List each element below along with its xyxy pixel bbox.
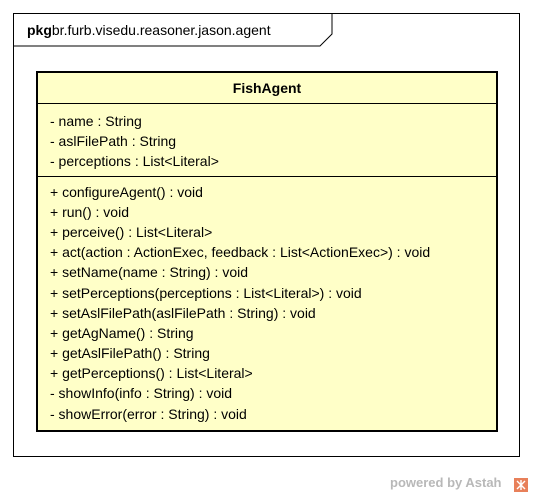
astah-logo-icon: [514, 478, 528, 492]
attribute-item: - aslFilePath : String: [50, 133, 177, 150]
attribute-item: - perceptions : List<Literal>: [50, 153, 219, 170]
class-box[interactable]: FishAgent - name : String - aslFilePath …: [36, 71, 498, 432]
operation-item: + setAslFilePath(aslFilePath : String) :…: [50, 304, 316, 321]
operation-item: + getAslFilePath() : String: [50, 345, 210, 362]
operation-item: + perceive() : List<Literal>: [50, 223, 213, 240]
operation-item: + setName(name : String) : void: [50, 264, 249, 281]
class-name: FishAgent: [38, 73, 496, 104]
operation-item: + configureAgent() : void: [50, 183, 203, 200]
operation-item: + run() : void: [50, 203, 129, 220]
package-label: pkgbr.furb.visedu.reasoner.jason.agent: [27, 21, 271, 39]
operation-item: - showError(error : String) : void: [50, 405, 247, 422]
operation-item: + getAgName() : String: [50, 324, 194, 341]
operation-item: - showInfo(info : String) : void: [50, 385, 233, 402]
operations-compartment: + configureAgent() : void + run() : void…: [38, 177, 496, 424]
package-tab: [13, 13, 333, 47]
operation-item: + act(action : ActionExec, feedback : Li…: [50, 244, 431, 261]
operation-item: + getPerceptions() : List<Literal>: [50, 365, 253, 382]
operation-item: + setPerceptions(perceptions : List<Lite…: [50, 284, 362, 301]
attribute-item: - name : String: [50, 113, 142, 129]
package-keyword: pkg: [27, 22, 52, 38]
attributes-compartment: - name : String - aslFilePath : String -…: [38, 104, 496, 177]
footer-credit: powered by Astah: [390, 475, 502, 490]
package-name: br.furb.visedu.reasoner.jason.agent: [51, 22, 271, 38]
package-frame: [13, 13, 520, 457]
